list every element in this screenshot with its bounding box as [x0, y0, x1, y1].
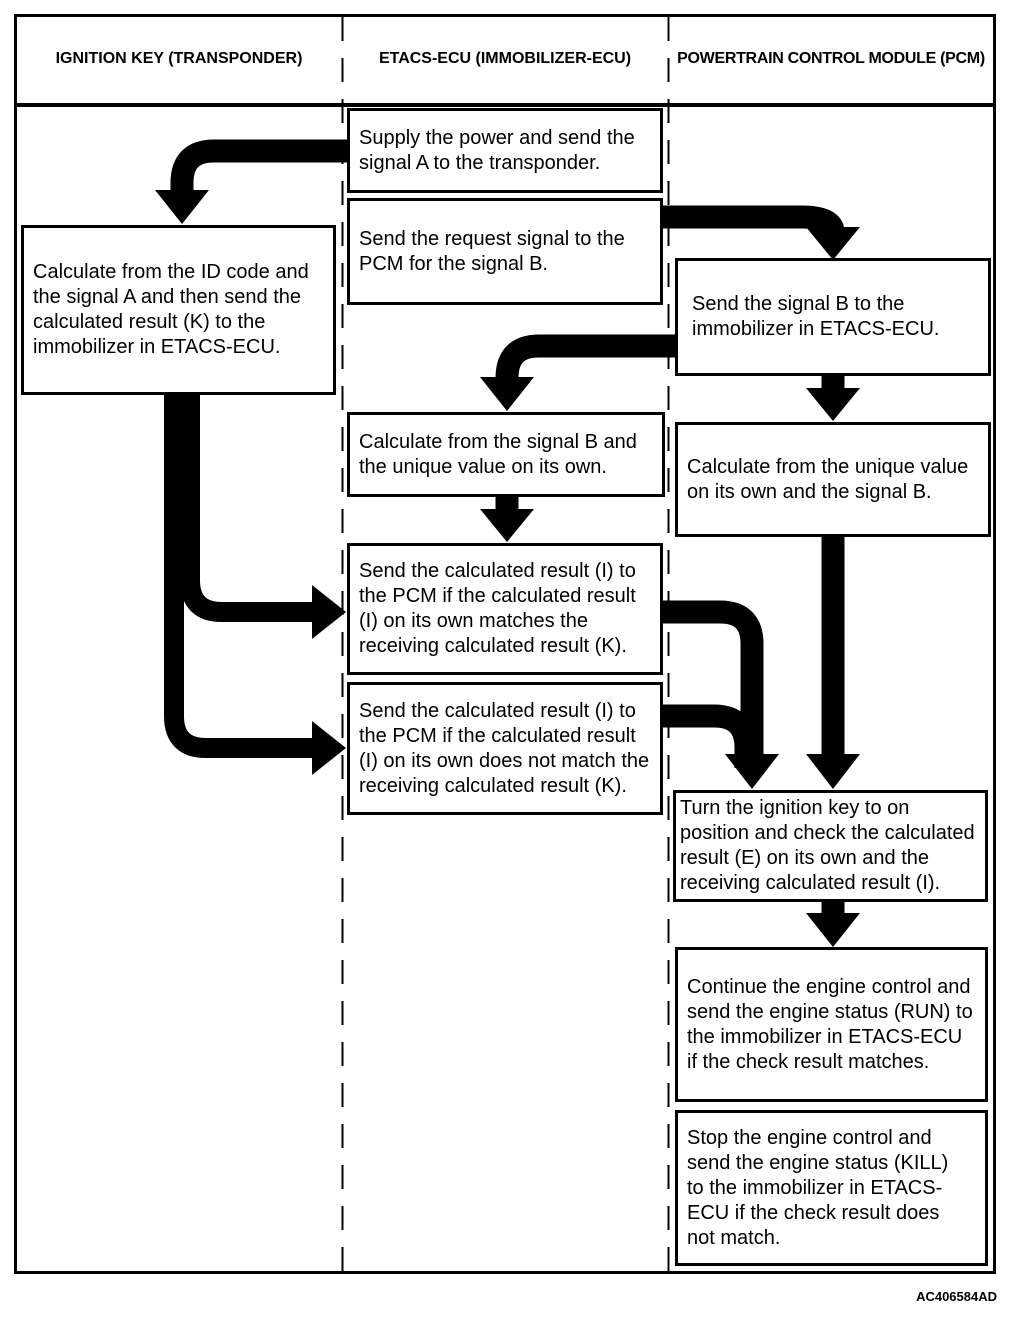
box-text: Send the request signal to the PCM for t…: [359, 227, 625, 275]
box-text: Calculate from the ID code and the signa…: [33, 261, 309, 358]
box-calculate-signal-b-etacs: Calculate from the signal B and the uniq…: [347, 412, 665, 497]
flow-arrows: [155, 139, 860, 947]
column-header-label: POWERTRAIN CONTROL MODULE (PCM): [677, 50, 985, 67]
box-send-signal-b: Send the signal B to the immobilizer in …: [675, 258, 991, 376]
box-text: Send the signal B to the immobilizer in …: [692, 293, 940, 340]
box-stop-engine-control: Stop the engine control and send the eng…: [675, 1110, 988, 1266]
box-text: Continue the engine control and send the…: [687, 975, 973, 1073]
box-calculate-unique-value-pcm: Calculate from the unique value on its o…: [675, 422, 991, 537]
arrow-request-to-pcm: [663, 205, 860, 260]
box-text: Stop the engine control and send the eng…: [687, 1126, 949, 1249]
arrow-calc-unique-to-turn-key: [806, 535, 860, 789]
box-send-result-does-not-match: Send the calculated result (I) to the PC…: [347, 682, 663, 815]
arrow-key-to-match-box: [180, 392, 346, 639]
column-header-etacs-ecu: ETACS-ECU (IMMOBILIZER-ECU): [344, 17, 666, 101]
box-text: Calculate from the unique value on its o…: [687, 455, 969, 503]
arrow-signal-b-to-calc-unique: [806, 374, 860, 421]
column-header-ignition-key: IGNITION KEY (TRANSPONDER): [16, 17, 342, 101]
column-header-label: IGNITION KEY (TRANSPONDER): [55, 50, 303, 67]
box-supply-power: Supply the power and send the signal A t…: [347, 108, 663, 193]
box-text: Send the calculated result (I) to the PC…: [359, 699, 650, 797]
arrow-no-match-to-turn-key: [660, 704, 758, 768]
arrow-calc-to-send-result: [480, 496, 534, 542]
arrow-match-to-turn-key: [660, 600, 779, 789]
arrow-key-to-no-match-box: [164, 392, 346, 775]
arrow-turn-key-to-continue: [806, 899, 860, 947]
figure-code: AC406584AD: [916, 1289, 997, 1304]
box-text: Calculate from the signal B and the uniq…: [359, 430, 637, 478]
column-header-pcm: POWERTRAIN CONTROL MODULE (PCM): [668, 17, 994, 101]
box-turn-ignition-key-check: Turn the ignition key to on position and…: [673, 790, 988, 902]
box-calculate-id-code: Calculate from the ID code and the signa…: [21, 225, 336, 395]
box-send-request-signal: Send the request signal to the PCM for t…: [347, 198, 663, 305]
column-header-label: ETACS-ECU (IMMOBILIZER-ECU): [378, 50, 632, 67]
box-text: Send the calculated result (I) to the PC…: [359, 560, 636, 657]
box-text: Turn the ignition key to on position and…: [680, 797, 975, 894]
header-separator-line: [14, 103, 996, 107]
arrow-signal-b-to-etacs: [480, 334, 675, 411]
box-send-result-matches: Send the calculated result (I) to the PC…: [347, 543, 663, 675]
box-text: Supply the power and send the signal A t…: [359, 126, 635, 174]
arrow-supply-power-to-key: [155, 139, 347, 224]
box-continue-engine-control: Continue the engine control and send the…: [675, 947, 988, 1102]
